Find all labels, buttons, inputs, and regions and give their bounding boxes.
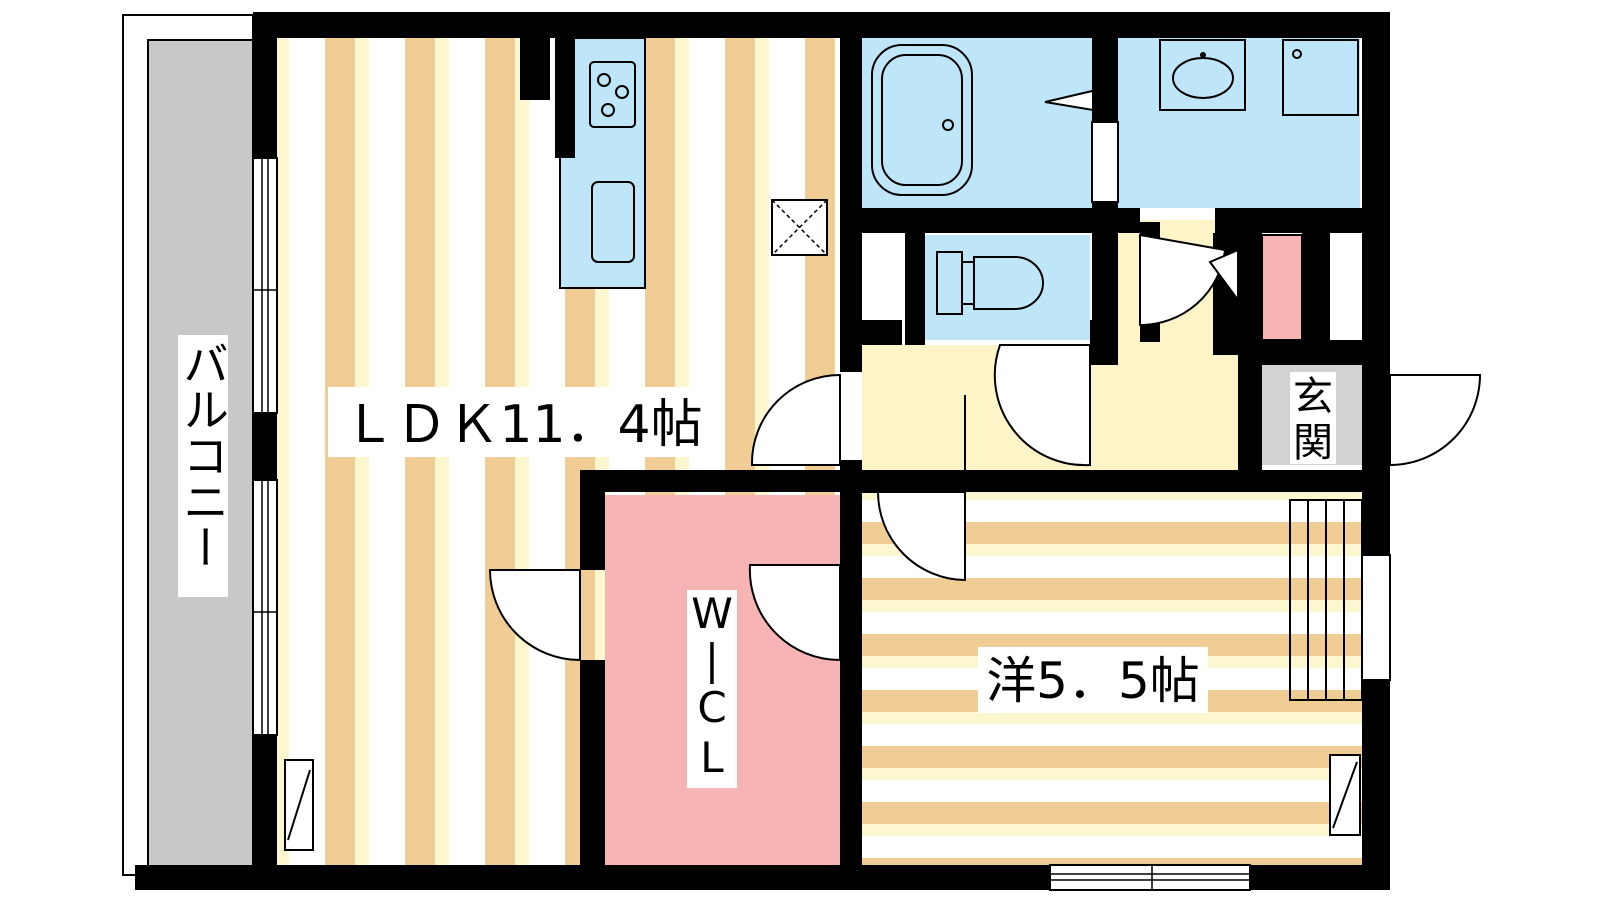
vent-icon xyxy=(771,199,828,256)
storage-panel-western xyxy=(1329,754,1361,836)
bathroom-floor xyxy=(862,38,1092,208)
closet-shelves xyxy=(1289,499,1363,701)
wic-label: W | C L xyxy=(687,589,737,788)
storage-panel-ldk xyxy=(284,759,314,851)
entrance-label-1: 玄 xyxy=(1293,374,1333,420)
sliding-window-icon xyxy=(1049,864,1251,891)
shoe-cabinet xyxy=(1261,234,1303,341)
balcony-label-text: バルコニー xyxy=(176,340,230,570)
western-room-label-text: 洋5．5帖 xyxy=(986,652,1200,710)
door-stopper xyxy=(1208,248,1239,304)
stove-icon xyxy=(589,61,636,128)
washbasin-icon xyxy=(1159,39,1246,111)
windows xyxy=(252,121,1391,891)
wic-label-c: C xyxy=(697,683,726,732)
toilet-floor xyxy=(925,235,1090,340)
window-bath xyxy=(1091,121,1119,203)
bathtub-icon xyxy=(871,44,973,196)
wic-label-w: W xyxy=(691,589,733,638)
washing-machine-icon xyxy=(1282,39,1359,116)
ldk-label-text: ＬＤＫ11．4帖 xyxy=(343,395,702,455)
sink-icon xyxy=(591,181,635,263)
ldk-label: ＬＤＫ11．4帖 xyxy=(328,387,718,457)
sliding-window-icon xyxy=(252,157,278,414)
balcony-label: バルコニー xyxy=(176,335,230,597)
walls xyxy=(135,12,1390,890)
wic-label-l: L xyxy=(700,733,724,782)
toilet-icon xyxy=(936,251,1044,315)
entrance-label: 玄 関 xyxy=(1290,372,1336,466)
door-swing-icon xyxy=(488,233,1482,662)
wic-label-bar: | xyxy=(705,635,719,684)
sliding-window-icon xyxy=(252,479,278,736)
western-room-label: 洋5．5帖 xyxy=(978,647,1208,713)
entrance-label-2: 関 xyxy=(1293,420,1333,466)
washroom-floor xyxy=(1118,38,1360,208)
window-right xyxy=(1361,554,1391,681)
balcony xyxy=(122,14,254,876)
